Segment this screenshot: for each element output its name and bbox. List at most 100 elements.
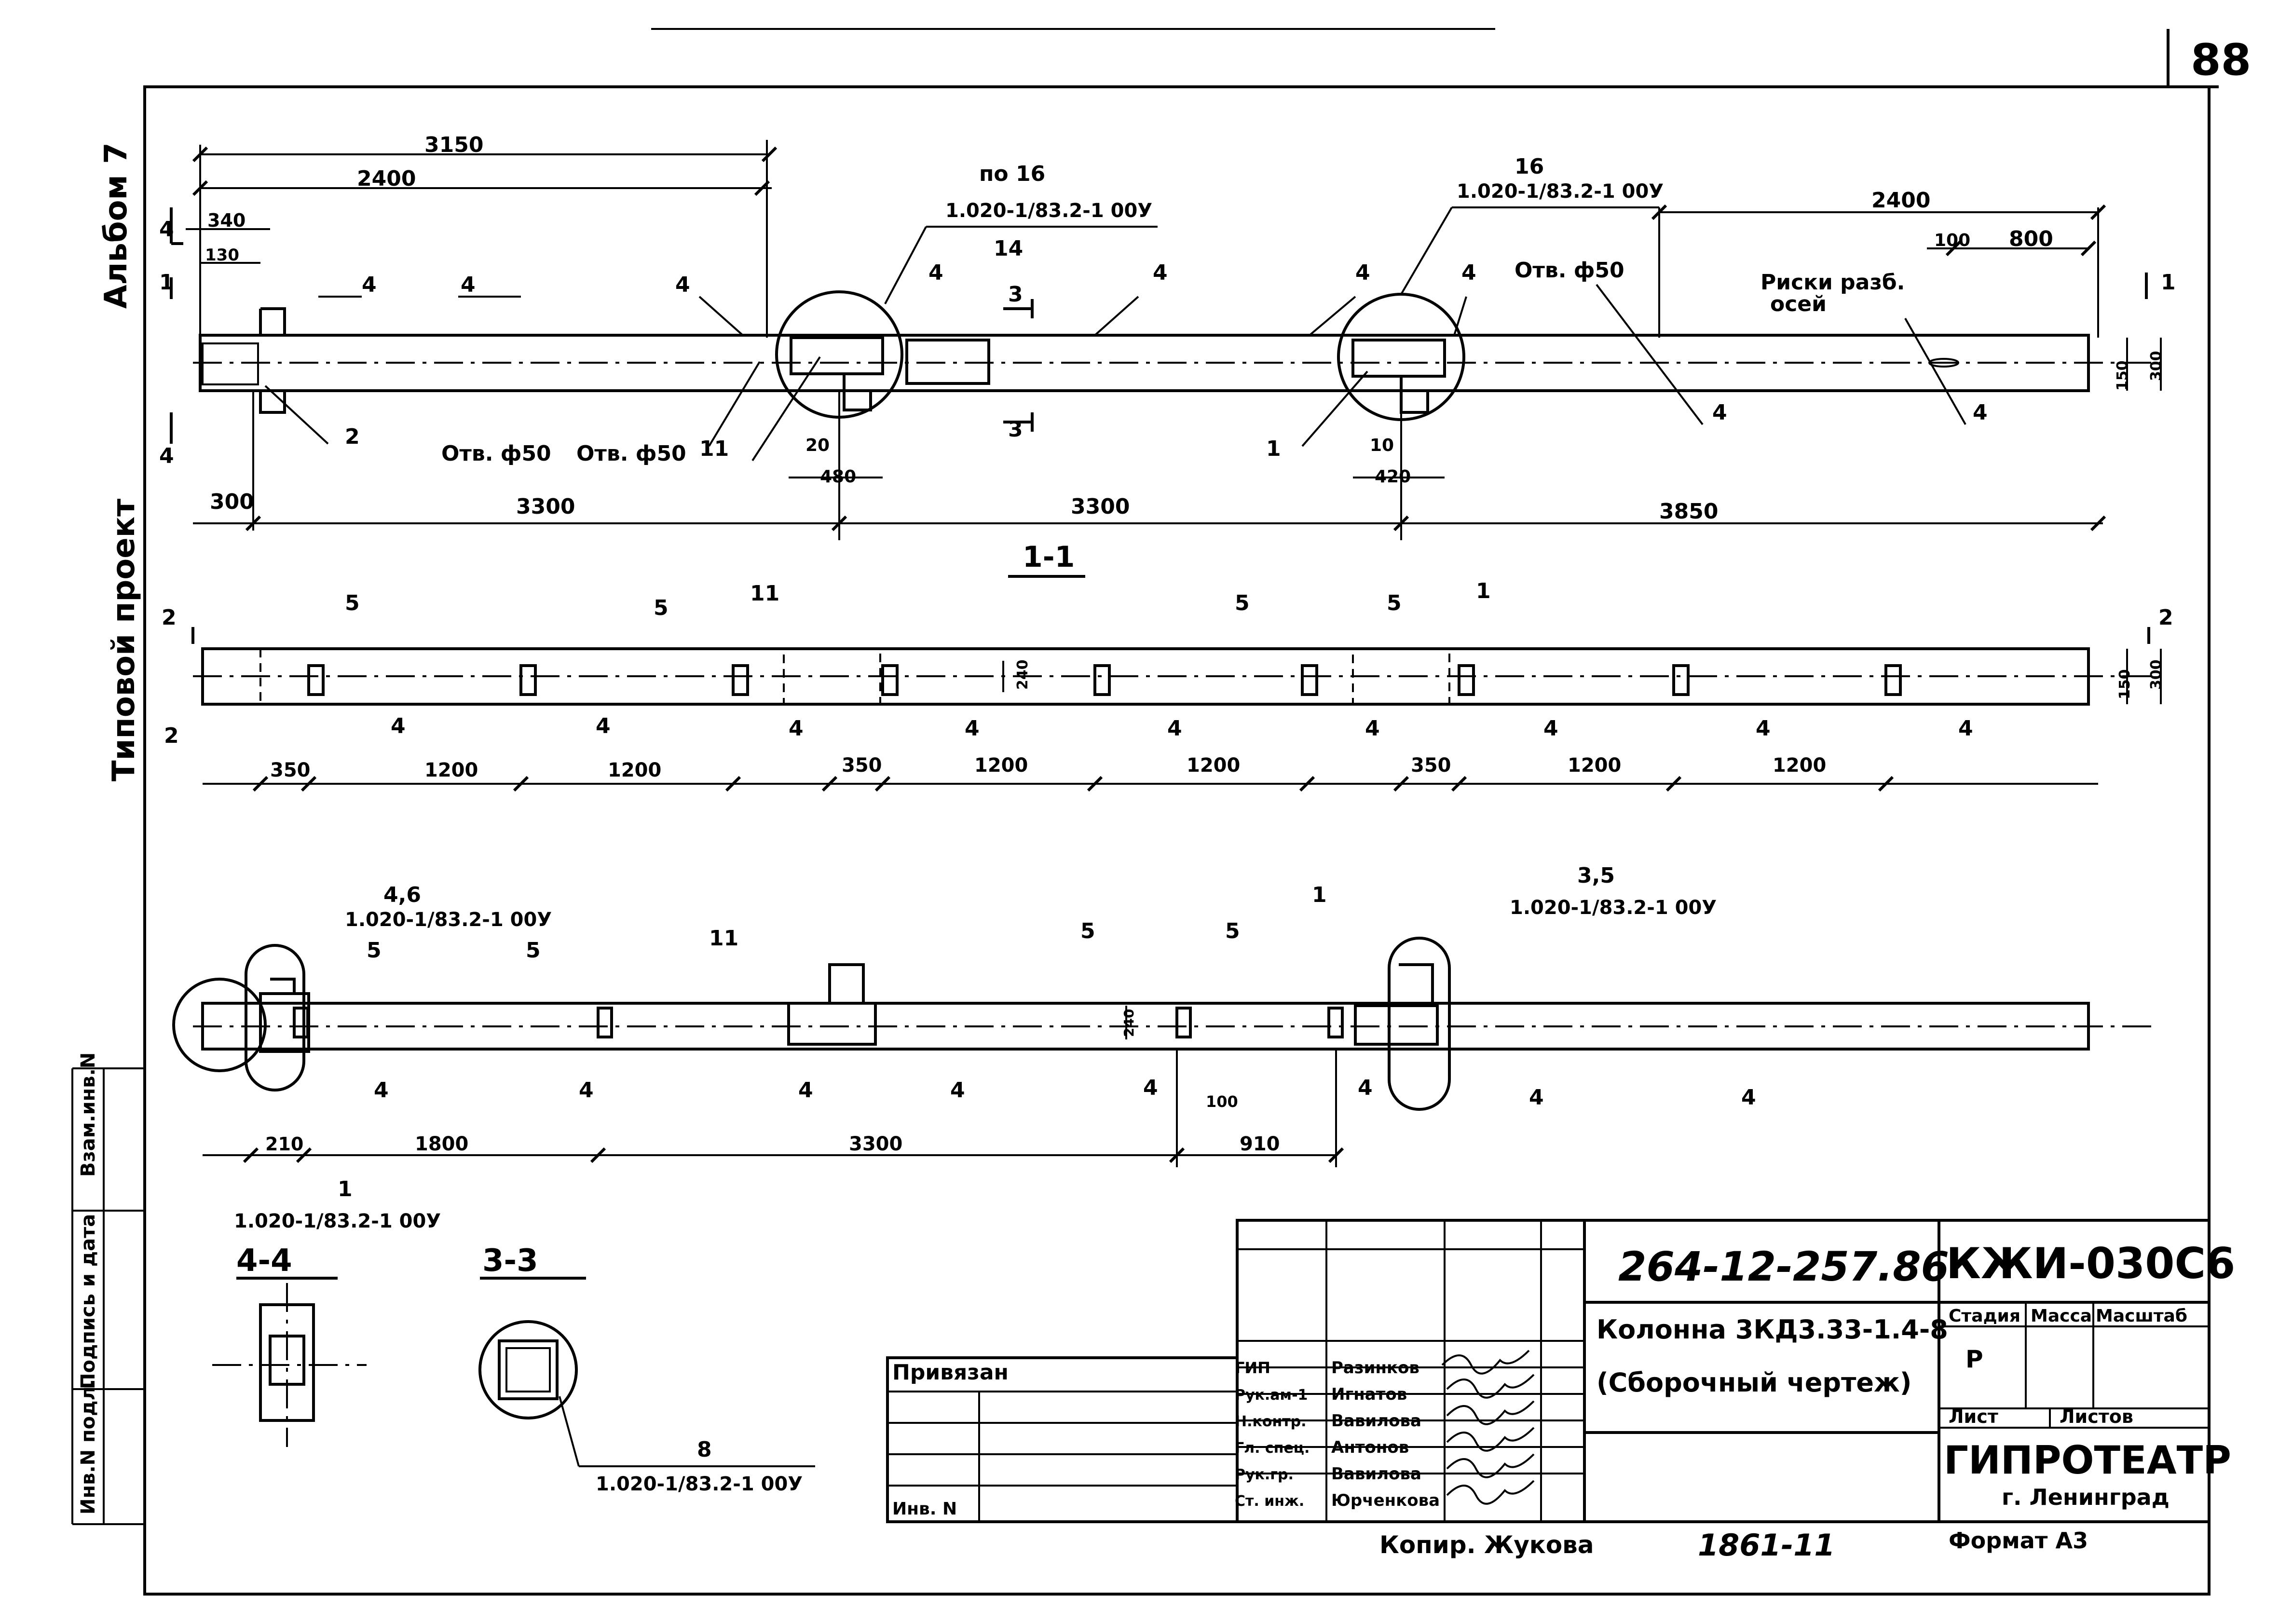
s11-callout-4-h: 4 <box>1756 716 1771 741</box>
album-label: Альбом 7 <box>98 142 134 309</box>
callout-4-h: 4 <box>1712 400 1727 425</box>
section-mark-2-left: 2 <box>162 605 177 630</box>
small-sections-labels: 4-4 3-3 8 1.020-1/83.2-1 00У <box>236 1243 803 1495</box>
s11-callout-4-b: 4 <box>596 714 611 738</box>
s11-end-plate <box>202 648 261 705</box>
page-number: 88 <box>2191 35 2251 85</box>
dim-2400-right: 2400 <box>1871 188 1930 213</box>
s11-insert-1 <box>519 664 537 696</box>
plan-node-b-console <box>1400 376 1429 414</box>
s11-callout-5-c: 5 <box>1235 591 1250 615</box>
dim-tick <box>1451 776 1467 792</box>
s11-insert-3 <box>881 664 899 696</box>
section-1-1-title: 1-1 <box>1023 540 1075 574</box>
s22-callout-5-d: 5 <box>1225 919 1240 943</box>
s22-dim-240: 240 <box>1121 1009 1137 1037</box>
copied-by: Копир. Жукова <box>1379 1531 1594 1559</box>
s33-callout-ref: 1.020-1/83.2-1 00У <box>596 1473 803 1495</box>
s11-embed-11 <box>783 648 881 705</box>
callout-4-f: 4 <box>1355 260 1370 285</box>
callout-4-j: 4 <box>159 444 174 468</box>
s11-callout-4-e: 4 <box>1167 716 1182 741</box>
margin-vzam: Взам.инв.N <box>77 1052 99 1177</box>
dim-1200-a: 1200 <box>424 759 478 781</box>
s22-dim-1800: 1800 <box>415 1133 468 1155</box>
dim-2400-left: 2400 <box>357 166 416 191</box>
callout-2-plan: 2 <box>345 424 360 449</box>
s33-square <box>498 1339 559 1400</box>
s11-insert-5 <box>1301 664 1318 696</box>
role-gl-spec: Гл. спец. <box>1235 1440 1310 1457</box>
section-2-2-labels: 4,6 1.020-1/83.2-1 00У 3,5 1.020-1/83.2-… <box>234 863 1756 1232</box>
plan-node-a-plate <box>790 336 884 375</box>
section-mark-1-right-top: 1 <box>2161 270 2176 295</box>
s22-insert-3 <box>1327 1007 1344 1038</box>
plan-item-14 <box>905 339 990 385</box>
dim-tick <box>243 1147 259 1163</box>
s11-callout-4-a: 4 <box>391 714 406 738</box>
dim-1200-d: 1200 <box>1187 754 1240 777</box>
dim-240-s11: 240 <box>1014 659 1031 690</box>
dim-3850: 3850 <box>1659 499 1718 524</box>
dim-420: 420 <box>1375 467 1411 487</box>
privyazan-label: Привязан <box>892 1360 1009 1385</box>
inv-n-label: Инв. N <box>892 1499 957 1519</box>
s22-callout-b-ref: 1.020-1/83.2-1 00У <box>1510 897 1717 919</box>
s11-callout-4-i: 4 <box>1958 716 1973 741</box>
s11-embed-1 <box>1352 648 1450 705</box>
s22-callout-1: 1 <box>1312 883 1327 907</box>
callout-11-plan: 11 <box>699 437 729 461</box>
s11-callout-5-b: 5 <box>654 596 669 620</box>
project-label: Типовой проект <box>106 499 142 781</box>
callout-node16a-mark: по 16 <box>979 162 1045 186</box>
risk-label-2: осей <box>1770 292 1827 316</box>
s22-insert-2 <box>1175 1007 1192 1038</box>
name-gip: Разинков <box>1331 1358 1419 1378</box>
s22-callout-4-h: 4 <box>1741 1085 1756 1110</box>
s11-callout-4-d: 4 <box>965 716 980 741</box>
plan-leader-2 <box>698 296 744 336</box>
dim-tick <box>821 776 838 792</box>
plan-leader-node-a <box>884 226 927 304</box>
s22-insert-1 <box>597 1007 613 1038</box>
dim-1200-c: 1200 <box>974 754 1028 777</box>
stage-value: Р <box>1965 1345 1983 1373</box>
callout-1-plan: 1 <box>1266 437 1281 461</box>
signature-4 <box>1446 1453 1535 1478</box>
dim-tick <box>725 776 741 792</box>
dim-350-c: 350 <box>1411 754 1451 777</box>
callout-node16b-ref: 1.020-1/83.2-1 00У <box>1457 180 1664 203</box>
dim-1200-f: 1200 <box>1773 754 1826 777</box>
dim-tick <box>252 776 269 792</box>
name-st-inzh: Юрченкова <box>1331 1491 1440 1510</box>
s22-callout-4-d: 4 <box>950 1078 965 1103</box>
dim-300-bottom: 300 <box>210 490 254 514</box>
dim-tick <box>513 776 529 792</box>
dim-tick <box>1665 776 1682 792</box>
s22-embed-1-console <box>1399 963 1434 1006</box>
role-ruk-gr: Рук.гр. <box>1235 1466 1294 1483</box>
role-ruk-am: Рук.ам-1 <box>1235 1387 1308 1404</box>
s11-callout-1: 1 <box>1476 579 1491 603</box>
plan-leader-hole-a <box>751 356 821 462</box>
order-number: 1861-11 <box>1698 1528 1835 1563</box>
stage-header: Стадия <box>1949 1306 2020 1326</box>
s22-callout-4-f: 4 <box>1358 1076 1373 1100</box>
signature-5 <box>1446 1480 1535 1505</box>
section-1-1-labels: 1-1 350 1200 1200 350 1200 1200 350 1200… <box>162 540 2173 781</box>
s22-dim-3300: 3300 <box>849 1133 902 1155</box>
dim-3300-b: 3300 <box>1071 494 1130 519</box>
plan-leader-3 <box>1094 296 1139 336</box>
s11-insert-7 <box>1672 664 1690 696</box>
plan-leader-node-b <box>1400 206 1453 295</box>
s11-insert-2 <box>732 664 749 696</box>
s22-callout-4-a: 4 <box>374 1078 389 1103</box>
s11-insert-8 <box>1884 664 1902 696</box>
s22-callout-c-mark: 1 <box>338 1177 353 1201</box>
role-n-kontr: Н.контр. <box>1235 1413 1306 1430</box>
dim-tick <box>300 776 317 792</box>
margin-inv-podl: Инв.N подл. <box>77 1379 99 1515</box>
section-mark-3-bottom: 3 <box>1008 417 1023 442</box>
s22-callout-4-b: 4 <box>579 1078 594 1103</box>
section-mark-1-left-top: 1 <box>159 270 174 295</box>
